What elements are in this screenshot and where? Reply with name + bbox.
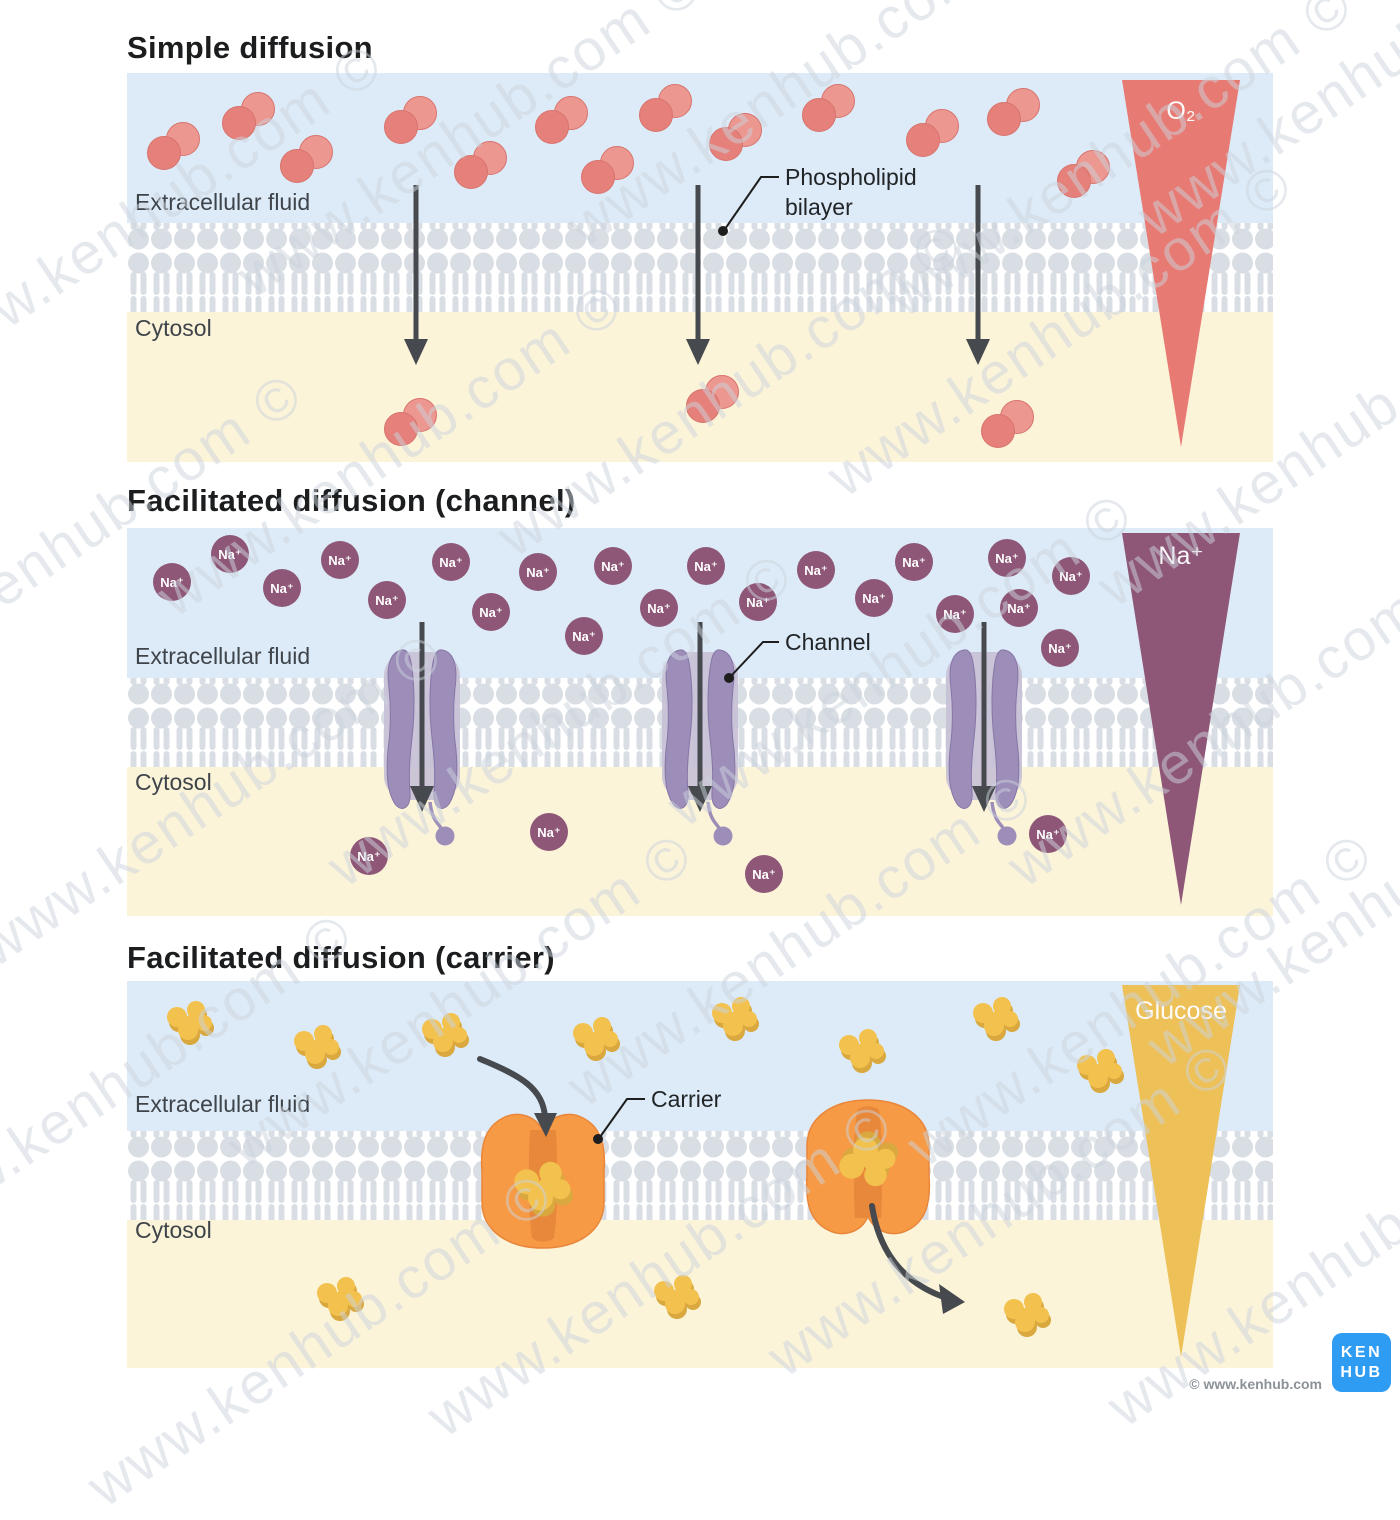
cytosol-label: Cytosol [135,769,212,795]
gradient-label: Glucose [1135,997,1227,1025]
na-molecule [687,547,725,585]
na-molecule [936,595,974,633]
kenhub-logo-line1: KEN [1340,1344,1383,1361]
diffusion-arrow-head [410,786,434,812]
pointer-dot [593,1134,603,1144]
diffusion-arrow-head [534,1113,557,1137]
panel-title-simple-diffusion: Simple diffusion [127,30,373,65]
na-molecule [739,583,777,621]
na-molecule [1041,629,1079,667]
na-molecule [368,581,406,619]
na-molecule [594,547,632,585]
na-molecule [988,539,1026,577]
na-molecule [855,579,893,617]
na-molecule [519,553,557,591]
simple-diffusion-gradient-triangle [1122,80,1240,447]
cytosol-label: Cytosol [135,1217,212,1243]
phospholipid-bilayer [127,1131,1273,1220]
pointer-line [724,176,779,230]
gradient-label: Na⁺ [1158,542,1203,570]
panel-title-channel-diffusion: Facilitated diffusion (channel) [127,483,576,518]
pointer-dot [724,673,734,683]
diffusion-arrow-head [939,1284,965,1314]
na-molecule [432,543,470,581]
gradient-label: O₂ [1166,97,1195,125]
pointer-line [730,641,779,677]
na-molecule [153,563,191,601]
na-molecule [263,569,301,607]
na-molecule [350,837,388,875]
copyright-text: © www.kenhub.com [1189,1376,1322,1392]
na-molecule [1000,589,1038,627]
carrier-protein [482,1114,605,1248]
extracellular-fluid-label: Extracellular fluid [135,189,310,215]
facilitated-diffusion-carrier-gradient-triangle [1122,985,1240,1357]
kenhub-logo: KEN HUB [1332,1333,1391,1392]
diffusion-arrow [869,1203,944,1299]
na-molecule [1029,815,1067,853]
pointer-line [599,1098,645,1138]
diffusion-arrow-head [966,339,990,365]
diffusion-arrow-head [404,339,428,365]
facilitated-diffusion-channel-gradient-triangle [1122,533,1240,905]
pointer-label: Carrier [651,1086,722,1112]
extracellular-fluid-label: Extracellular fluid [135,643,310,669]
na-molecule [565,617,603,655]
diffusion-arrow-head [686,339,710,365]
cytosol-region [127,1220,1273,1368]
na-molecule [472,593,510,631]
na-molecule [895,543,933,581]
extracellular-fluid-label: Extracellular fluid [135,1091,310,1117]
cytosol-label: Cytosol [135,315,212,341]
pointer-dot [718,226,728,236]
na-molecule [745,855,783,893]
diffusion-arrow [477,1056,548,1120]
kenhub-logo-line2: HUB [1340,1364,1383,1381]
pointer-label: Channel [785,629,871,655]
diffusion-arrow-head [972,786,996,812]
na-molecule [321,541,359,579]
na-molecule [530,813,568,851]
na-molecule [211,535,249,573]
panel-title-carrier-diffusion: Facilitated diffusion (carrier) [127,940,555,975]
diffusion-arrow-head [688,786,712,812]
na-molecule [640,589,678,627]
na-molecule [1052,557,1090,595]
carrier-protein [807,1100,930,1234]
na-molecule [797,551,835,589]
